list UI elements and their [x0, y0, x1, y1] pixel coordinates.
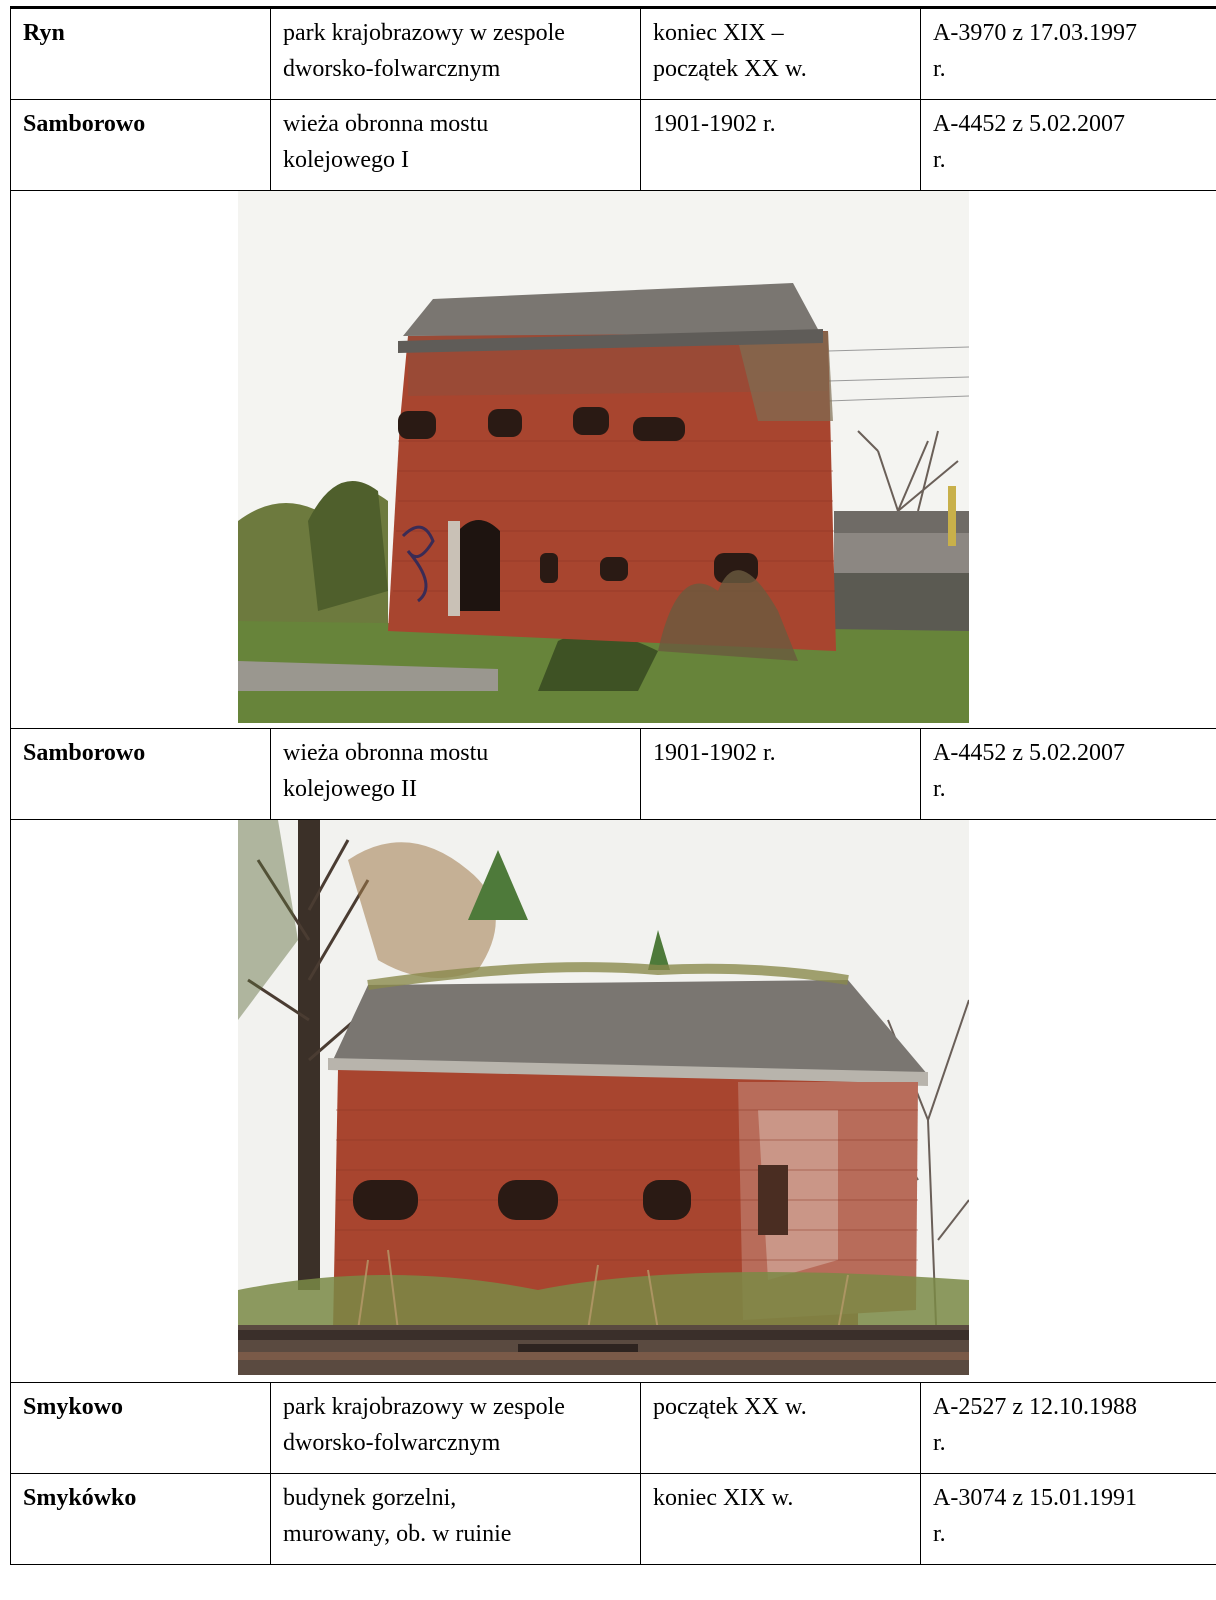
photo-row-tower-i [10, 190, 1216, 729]
photo-cell [10, 819, 1216, 1383]
dating: koniec XIX –początek XX w. [640, 6, 921, 100]
place-name: Smykówko [10, 1473, 271, 1565]
dating: początek XX w. [640, 1382, 921, 1474]
tower-ii-photo [238, 820, 969, 1375]
brick-tower-ii-image [238, 820, 969, 1375]
place-name: Samborowo [10, 728, 271, 820]
dating: 1901-1902 r. [640, 99, 921, 191]
brick-tower-i-image [238, 191, 969, 723]
table-row-smykowko: Smykówko budynek gorzelni,murowany, ob. … [10, 1473, 1216, 1565]
object-description: budynek gorzelni,murowany, ob. w ruinie [270, 1473, 641, 1565]
place-name: Smykowo [10, 1382, 271, 1474]
dating: koniec XIX w. [640, 1473, 921, 1565]
photo-cell [10, 190, 1216, 729]
place-name: Samborowo [10, 99, 271, 191]
tower-i-photo [238, 191, 969, 723]
place-name: Ryn [10, 6, 271, 100]
dating: 1901-1902 r. [640, 728, 921, 820]
photo-row-tower-ii [10, 819, 1216, 1383]
